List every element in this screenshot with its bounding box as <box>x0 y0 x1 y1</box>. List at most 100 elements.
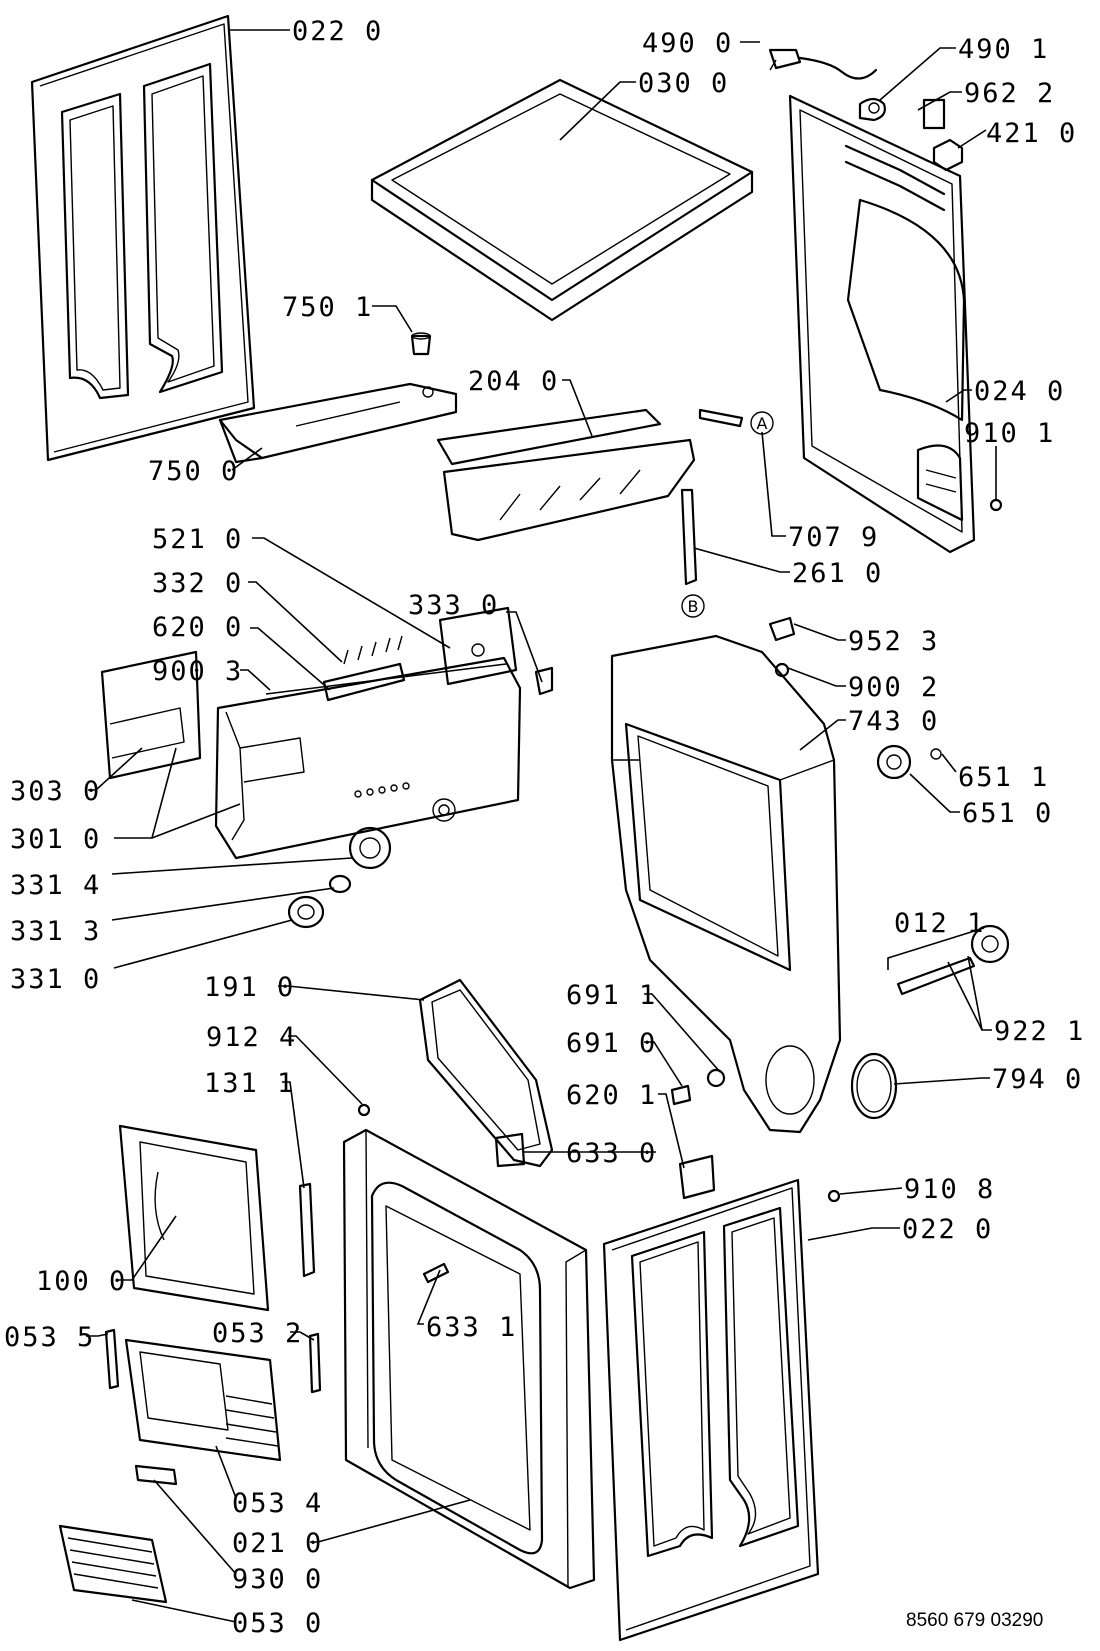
label-490-0: 490 0 <box>642 28 733 59</box>
label-620-0: 620 0 <box>152 612 243 643</box>
program-knob <box>287 895 325 929</box>
door-frame <box>118 1124 270 1312</box>
screw-912 <box>357 1103 371 1117</box>
top-cover <box>370 78 754 322</box>
label-053-0: 053 0 <box>232 1608 323 1639</box>
gasket-794 <box>850 1052 898 1120</box>
drain-tube <box>680 488 698 586</box>
cord-clamp <box>858 97 886 122</box>
marker-a: A <box>750 411 774 435</box>
label-521-0: 521 0 <box>152 524 243 555</box>
pin-053-2 <box>308 1332 322 1394</box>
label-303-0: 303 0 <box>10 776 101 807</box>
hinge-pin <box>422 1262 450 1284</box>
water-container <box>436 408 696 542</box>
switch-620-1 <box>678 1154 716 1200</box>
marker-b-label: B <box>688 597 699 616</box>
door-hinge <box>494 1132 526 1168</box>
drum-pulley <box>970 924 1010 964</box>
label-261-0: 261 0 <box>792 558 883 589</box>
electronic-board <box>322 635 406 702</box>
lock-bar <box>298 1182 316 1278</box>
label-952-3: 952 3 <box>848 626 939 657</box>
label-053-4: 053 4 <box>232 1488 323 1519</box>
drum-shaft <box>896 956 976 996</box>
side-panel-left <box>30 14 256 462</box>
control-panel <box>214 656 522 860</box>
filter-grille <box>58 1524 168 1604</box>
label-331-3: 331 3 <box>10 916 101 947</box>
label-131-1: 131 1 <box>204 1068 295 1099</box>
label-794-0: 794 0 <box>992 1064 1083 1095</box>
label-191-0: 191 0 <box>204 972 295 1003</box>
marker-b: B <box>681 594 705 618</box>
selector-dial <box>348 826 392 870</box>
label-333-0: 333 0 <box>408 590 499 621</box>
rear-panel <box>788 94 976 554</box>
label-490-1: 490 1 <box>958 34 1049 65</box>
label-900-2: 900 2 <box>848 672 939 703</box>
float-sensor <box>698 408 744 428</box>
fastener-900-2 <box>774 662 790 678</box>
label-021-0: 021 0 <box>232 1528 323 1559</box>
screw-651-1 <box>930 748 942 760</box>
label-962-2: 962 2 <box>964 78 1055 109</box>
marker-a-label: A <box>757 414 768 433</box>
label-691-1: 691 1 <box>566 980 657 1011</box>
label-204-0: 204 0 <box>468 366 559 397</box>
bumper-foot <box>410 332 432 356</box>
label-012-1: 012 1 <box>894 908 985 939</box>
label-331-0: 331 0 <box>10 964 101 995</box>
label-100-0: 100 0 <box>36 1266 127 1297</box>
label-633-1: 633 1 <box>426 1312 517 1343</box>
drawer-handle <box>100 650 202 780</box>
front-panel <box>342 1128 596 1590</box>
knob-insert <box>328 874 352 894</box>
label-633-0: 633 0 <box>566 1138 657 1169</box>
label-910-1: 910 1 <box>964 418 1055 449</box>
label-930-0: 930 0 <box>232 1564 323 1595</box>
screw-910-1 <box>989 498 1003 512</box>
label-691-0: 691 0 <box>566 1028 657 1059</box>
label-024-0: 024 0 <box>974 376 1065 407</box>
label-301-0: 301 0 <box>10 824 101 855</box>
label-053-2: 053 2 <box>212 1318 303 1349</box>
part-labels: 022 0 030 0 490 0 490 1 962 2 421 0 750 … <box>4 16 1085 1639</box>
pin-053-5 <box>104 1328 120 1390</box>
leader-lines <box>86 29 997 1623</box>
label-620-1: 620 1 <box>566 1080 657 1111</box>
screw-910-8 <box>827 1189 841 1203</box>
label-651-0: 651 0 <box>962 798 1053 829</box>
latch-930 <box>134 1464 178 1486</box>
power-cord <box>768 48 878 80</box>
ring-691 <box>706 1068 726 1088</box>
control-module <box>438 606 518 686</box>
label-022-0-top: 022 0 <box>292 16 383 47</box>
clip-333 <box>534 666 554 696</box>
label-743-0: 743 0 <box>848 706 939 737</box>
knob-651 <box>876 744 912 780</box>
cap-952 <box>768 616 796 642</box>
side-panel-right <box>602 1178 820 1642</box>
label-421-0: 421 0 <box>986 118 1077 149</box>
label-912-4: 912 4 <box>206 1022 297 1053</box>
label-922-1: 922 1 <box>994 1016 1085 1047</box>
label-332-0: 332 0 <box>152 568 243 599</box>
bushing-691 <box>670 1084 692 1106</box>
document-number: 8560 679 03290 <box>906 1610 1043 1631</box>
label-750-1: 750 1 <box>282 292 373 323</box>
label-030-0: 030 0 <box>638 68 729 99</box>
label-750-0: 750 0 <box>148 456 239 487</box>
filter-drawer <box>124 1338 282 1462</box>
control-rail <box>218 382 458 464</box>
label-022-0-bottom: 022 0 <box>902 1214 993 1245</box>
door-seal <box>418 978 554 1168</box>
label-331-4: 331 4 <box>10 870 101 901</box>
label-651-1: 651 1 <box>958 762 1049 793</box>
label-053-5: 053 5 <box>4 1322 95 1353</box>
label-707-9: 707 9 <box>788 522 879 553</box>
label-910-8: 910 8 <box>904 1174 995 1205</box>
clip-block <box>932 138 964 172</box>
label-900-3: 900 3 <box>152 656 243 687</box>
